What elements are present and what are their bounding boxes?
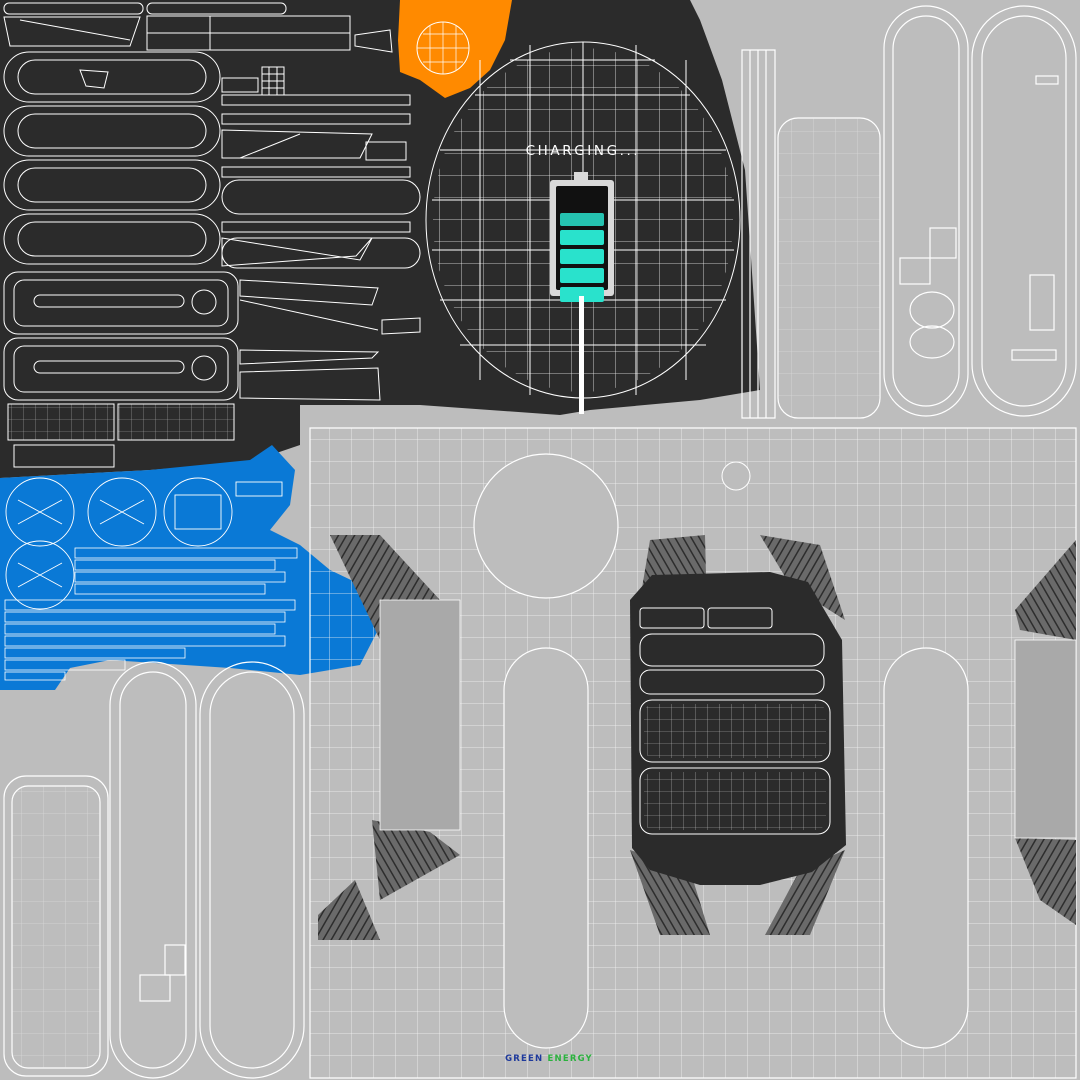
battery-bar xyxy=(560,268,604,283)
blue-patch xyxy=(0,445,378,690)
brand-word-green: GREEN xyxy=(505,1054,544,1064)
battery-bar xyxy=(560,287,604,302)
brand-word-energy: ENERGY xyxy=(547,1054,593,1064)
orange-patch xyxy=(398,0,512,98)
mesh-body xyxy=(309,427,1077,1079)
battery-bar xyxy=(560,249,604,264)
brand-label: GREEN ENERGY xyxy=(487,1054,611,1064)
battery-bar xyxy=(560,230,604,245)
battery-bar-top xyxy=(560,213,604,226)
blue-strips xyxy=(4,547,298,681)
dark-center-inset xyxy=(630,572,846,885)
wire-middle-column xyxy=(79,66,421,401)
battery-icon xyxy=(550,172,614,414)
wire-left-column xyxy=(3,2,393,468)
charging-status-label: CHARGING... xyxy=(525,143,641,159)
